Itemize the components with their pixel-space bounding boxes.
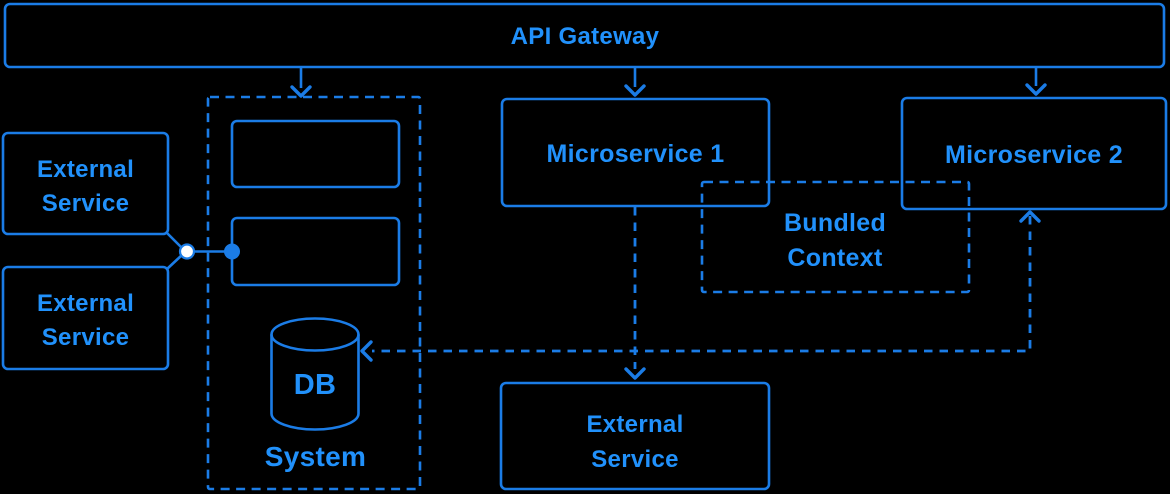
external-service-node-top-left: External Service — [1, 131, 170, 236]
junction-filled-dot — [224, 243, 240, 260]
arrowhead-down-icon — [624, 367, 646, 380]
external-service-label-line2: Service — [591, 446, 679, 473]
external-service-label-line2: Service — [42, 324, 130, 351]
microservice-2-node: Microservice 2 — [900, 96, 1168, 211]
arrowhead-down-icon — [624, 84, 646, 97]
bundled-context-label-line1: Bundled — [784, 209, 886, 237]
arrowhead-down-icon — [290, 85, 312, 98]
arrowhead-left-icon — [360, 340, 373, 362]
edge-gateway-to-microservice-1 — [624, 67, 646, 97]
external-service-box — [1, 131, 170, 236]
edge-microservice-2-db-route — [360, 210, 1041, 362]
arrowhead-up-icon — [1019, 210, 1041, 223]
system-container-border — [206, 95, 422, 491]
bundled-context-label-line2: Context — [787, 244, 883, 272]
external-service-box — [499, 381, 771, 491]
edge-gateway-to-system — [290, 67, 312, 98]
microservice-2-box — [900, 96, 1168, 211]
external-service-label-line1: External — [586, 411, 683, 438]
db-cylinder-body — [270, 334, 360, 431]
microservice-1-node: Microservice 1 — [500, 97, 771, 208]
system-component-box-2 — [230, 216, 401, 287]
external-service-label-line1: External — [37, 290, 134, 317]
edge-external-services-to-system-component — [166, 232, 240, 270]
system-label: System — [265, 441, 366, 472]
system-container-node: System — [206, 95, 422, 491]
external-service-node-bottom-center: External Service — [499, 381, 771, 491]
db-cylinder-top — [270, 317, 360, 352]
microservice-2-label: Microservice 2 — [945, 141, 1123, 169]
junction-hollow-dot — [178, 243, 196, 260]
arrowhead-down-icon — [1025, 83, 1047, 96]
external-service-box — [1, 265, 170, 371]
api-gateway-node: API Gateway — [3, 2, 1166, 69]
db-label: DB — [294, 369, 337, 401]
edge-microservice-1-to-external-service — [624, 207, 646, 380]
edge-gateway-to-microservice-2 — [1025, 67, 1047, 96]
db-node: DB — [270, 317, 360, 431]
external-service-node-bottom-left: External Service — [1, 265, 170, 371]
external-service-label-line2: Service — [42, 190, 130, 217]
bundled-context-node: Bundled Context — [700, 180, 971, 294]
external-service-label-line1: External — [37, 156, 134, 183]
system-component-box-1 — [230, 119, 401, 189]
microservice-1-label: Microservice 1 — [547, 140, 725, 168]
microservice-1-box — [500, 97, 771, 208]
api-gateway-label: API Gateway — [511, 23, 660, 50]
api-gateway-box — [3, 2, 1166, 69]
bundled-context-border — [700, 180, 971, 294]
